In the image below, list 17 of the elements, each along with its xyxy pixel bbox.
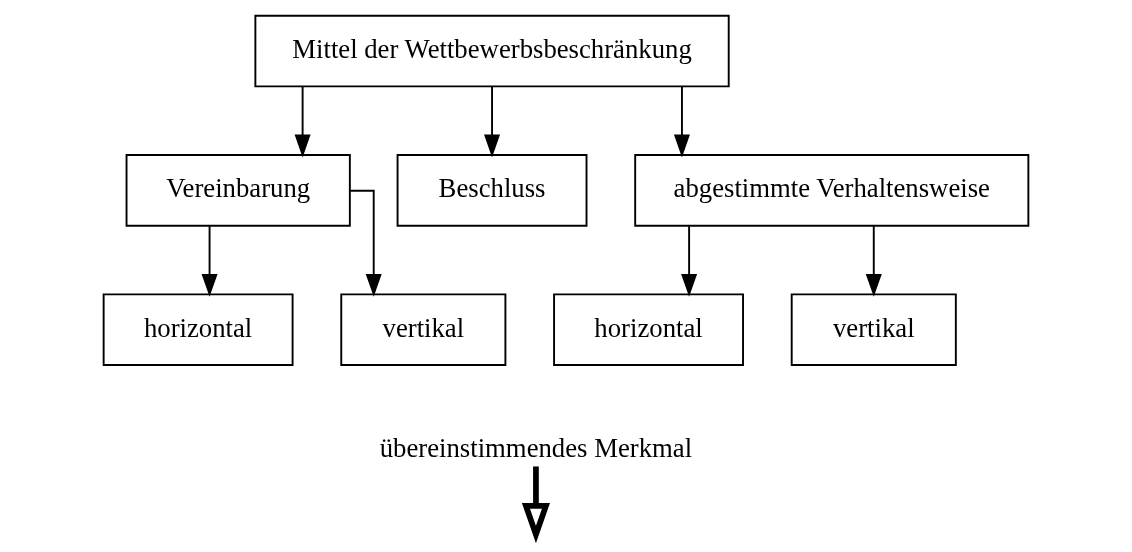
node-text: übereinstimmendes Merkmal (379, 433, 693, 464)
arrow (521, 466, 550, 544)
node-box: abgestimmte Verhaltensweise (634, 154, 1030, 227)
node-box: vertikal (790, 293, 957, 366)
arrow (673, 85, 690, 158)
arrow (294, 85, 311, 158)
arrow (349, 189, 382, 297)
node-box: Vereinbarung (125, 154, 351, 227)
arrow (865, 225, 882, 297)
arrow (484, 85, 501, 158)
node-box: horizontal (553, 293, 744, 366)
arrow (681, 225, 698, 297)
node-box: Mittel der Wettbewerbsbeschränkung (254, 14, 730, 88)
arrow (201, 225, 218, 297)
node-box: vertikal (340, 293, 507, 366)
node-box: Beschluss (396, 154, 588, 227)
node-box: horizontal (102, 293, 294, 366)
